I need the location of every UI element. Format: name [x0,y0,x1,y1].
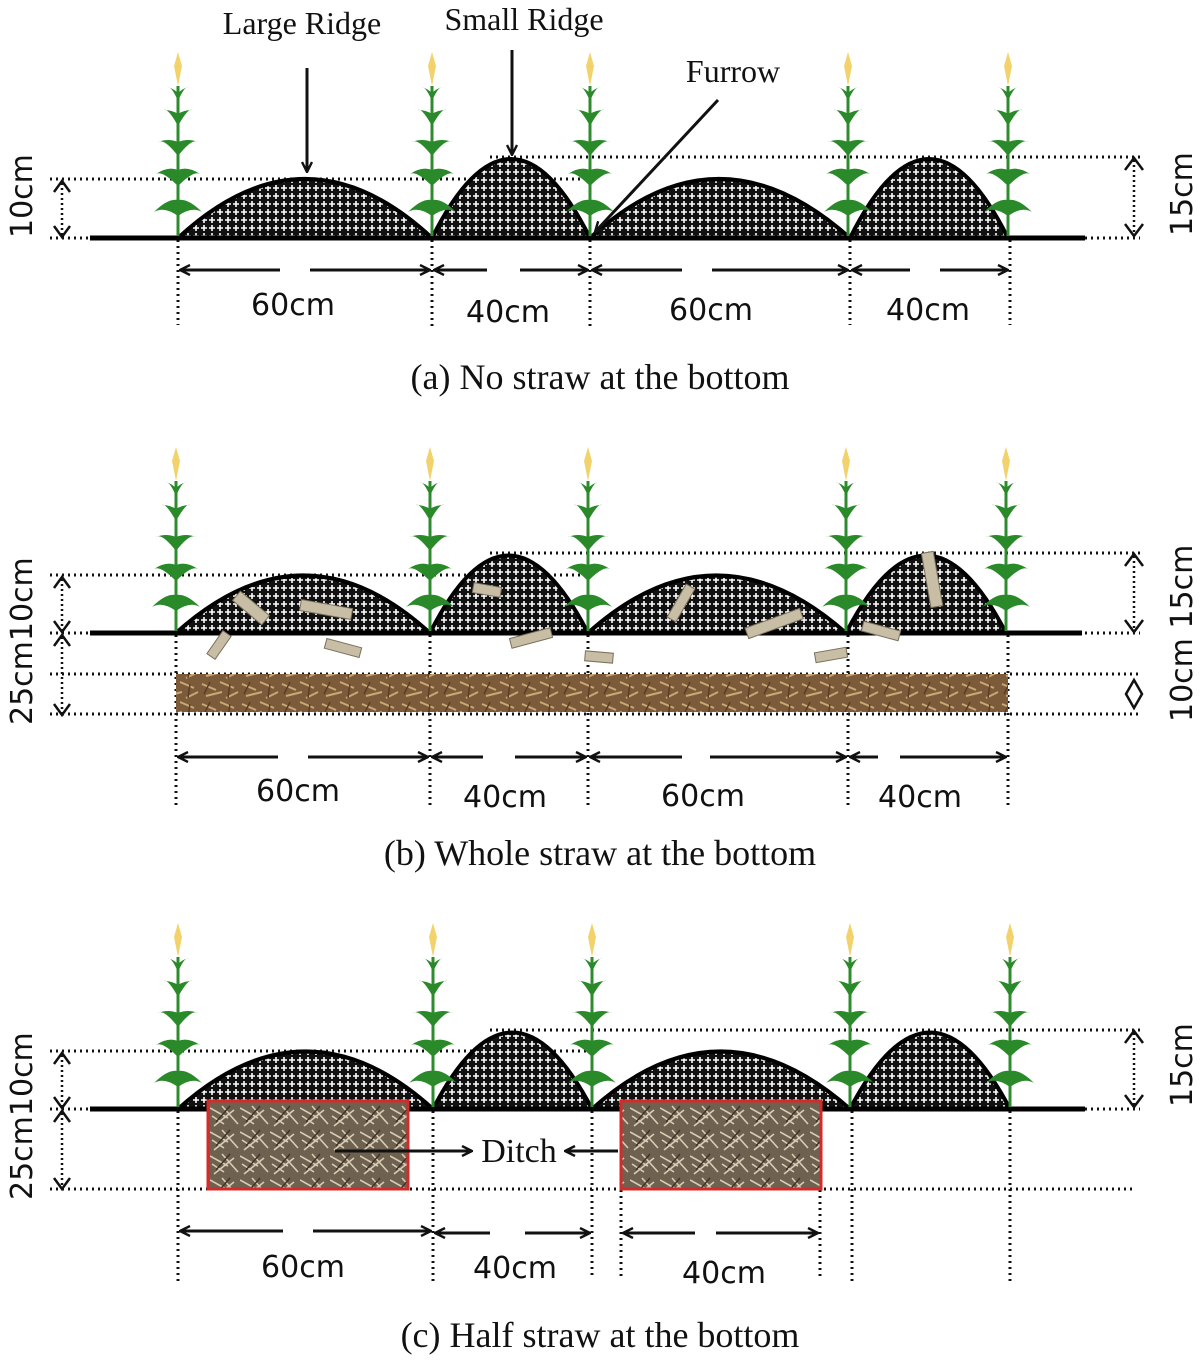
furrow-label: Furrow [686,53,780,89]
corn-plant-icon [406,50,458,238]
panel-b: 25cm10cm 10cm 15cm 60cm 40cm 60cm 40cm [5,445,1200,815]
width-label: 40cm [682,1256,766,1291]
straw-pieces [206,550,944,664]
width-label: 40cm [886,293,970,328]
width-label: 40cm [878,780,962,815]
height-dim-left: 25cm10cm [5,1032,40,1200]
caption-a: (a) No straw at the bottom [410,357,790,397]
corn-plant-icon [564,50,616,238]
ditch-label: Ditch [481,1133,557,1170]
width-label: 40cm [473,1251,557,1286]
width-label: 60cm [661,779,745,814]
small-ridge-label: Small Ridge [444,1,603,37]
width-label: 40cm [463,780,547,815]
height-dim-left: 10cm [5,154,40,238]
width-label: 60cm [251,288,335,323]
ditch-straw-box [206,1099,410,1191]
width-label: 40cm [466,295,550,330]
width-label: 60cm [669,293,753,328]
ditch-straw-box [619,1099,823,1191]
caption-c: (c) Half straw at the bottom [400,1315,800,1355]
height-dim-left: 25cm10cm [5,557,40,725]
width-label: 60cm [256,774,340,809]
height-dim-right: 15cm [1165,1023,1200,1107]
height-dim-right: 10cm 15cm [1165,545,1200,722]
straw-layer [176,674,1008,712]
panel-c: Ditch 25cm10cm 15cm 60cm 40cm 40cm [5,921,1200,1291]
corn-plant-icon [982,50,1034,238]
corn-plant-icon [152,50,204,238]
large-ridge-label: Large Ridge [223,5,381,41]
width-label: 60cm [261,1250,345,1285]
corn-plant-icon [822,50,874,238]
panel-a: Large Ridge Small Ridge Furrow 10cm 15cm… [5,1,1200,330]
caption-b: (b) Whole straw at the bottom [383,833,817,873]
height-dim-right: 15cm [1165,152,1200,236]
